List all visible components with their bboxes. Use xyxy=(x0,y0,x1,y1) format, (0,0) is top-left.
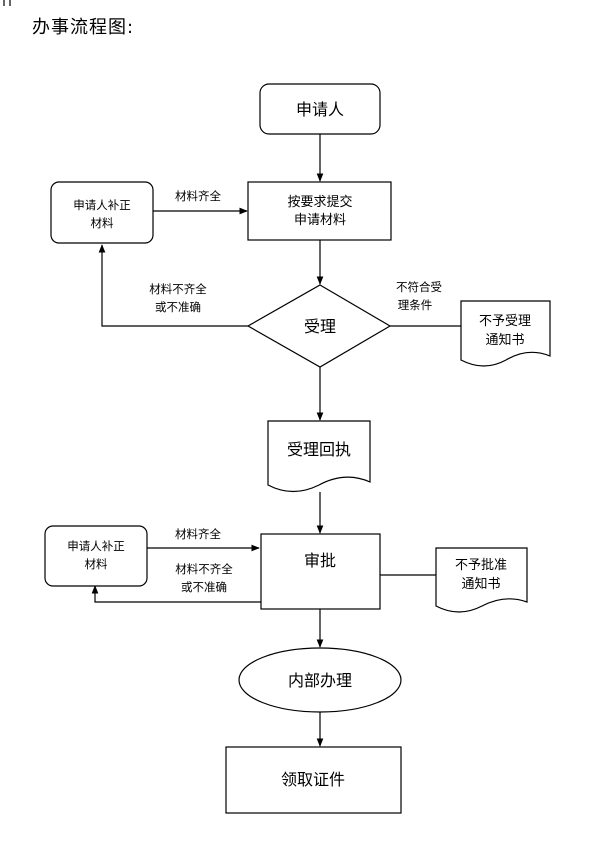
node-submit: 按要求提交 申请材料 xyxy=(247,181,392,241)
node-supplement-2: 申请人补正 材料 xyxy=(44,525,148,587)
collect-label: 领取证件 xyxy=(281,770,345,789)
receipt-label: 受理回执 xyxy=(287,440,351,459)
edge-label-incomplete-2-line1: 材料不齐全 xyxy=(175,562,233,576)
supplement1-label-line2: 材料 xyxy=(91,216,114,230)
applicant-label: 申请人 xyxy=(296,100,344,119)
accept-label: 受理 xyxy=(304,317,336,336)
node-accept: 受理 xyxy=(246,284,392,368)
edge-label-incomplete-1-line1: 材料不齐全 xyxy=(149,282,207,296)
edge-label-incomplete-1-line2: 或不准确 xyxy=(155,300,201,314)
edge-label-not-meet-line2: 理条件 xyxy=(398,298,433,312)
edge-label-not-meet-line1: 不符合受 xyxy=(396,280,442,294)
edge-accept-supplement1 xyxy=(98,244,248,327)
supplement2-label-line1: 申请人补正 xyxy=(67,539,125,553)
page-title: 办事流程图: xyxy=(32,17,134,38)
node-collect: 领取证件 xyxy=(225,746,402,814)
edge-approve-supplement2 xyxy=(91,585,261,603)
supplement1-label-line1: 申请人补正 xyxy=(73,198,131,212)
not-approve-notice-line2: 通知书 xyxy=(461,576,500,592)
internal-label: 内部办理 xyxy=(288,671,352,690)
node-not-accept-notice: 不予受理 通知书 xyxy=(460,300,551,367)
node-supplement-1: 申请人补正 材料 xyxy=(50,181,154,244)
node-approve: 审批 xyxy=(260,533,381,610)
not-approve-notice-line1: 不予批准 xyxy=(455,558,507,573)
approve-label: 审批 xyxy=(304,551,336,570)
corner-mark xyxy=(3,0,11,6)
submit-label-line2: 申请材料 xyxy=(294,213,346,228)
node-not-approve-notice: 不予批准 通知书 xyxy=(435,547,528,613)
not-accept-notice-line1: 不予受理 xyxy=(479,314,531,329)
node-receipt: 受理回执 xyxy=(267,420,371,493)
node-internal: 内部办理 xyxy=(238,647,402,713)
not-accept-notice-line2: 通知书 xyxy=(485,332,524,348)
edge-label-incomplete-2-line2: 或不准确 xyxy=(181,580,227,594)
supplement2-label-line2: 材料 xyxy=(85,557,108,571)
node-applicant: 申请人 xyxy=(259,83,381,135)
edge-label-complete-2: 材料齐全 xyxy=(175,527,221,541)
submit-label-line1: 按要求提交 xyxy=(287,194,352,210)
connectors xyxy=(91,134,461,747)
edge-label-complete-1: 材料齐全 xyxy=(175,189,221,203)
